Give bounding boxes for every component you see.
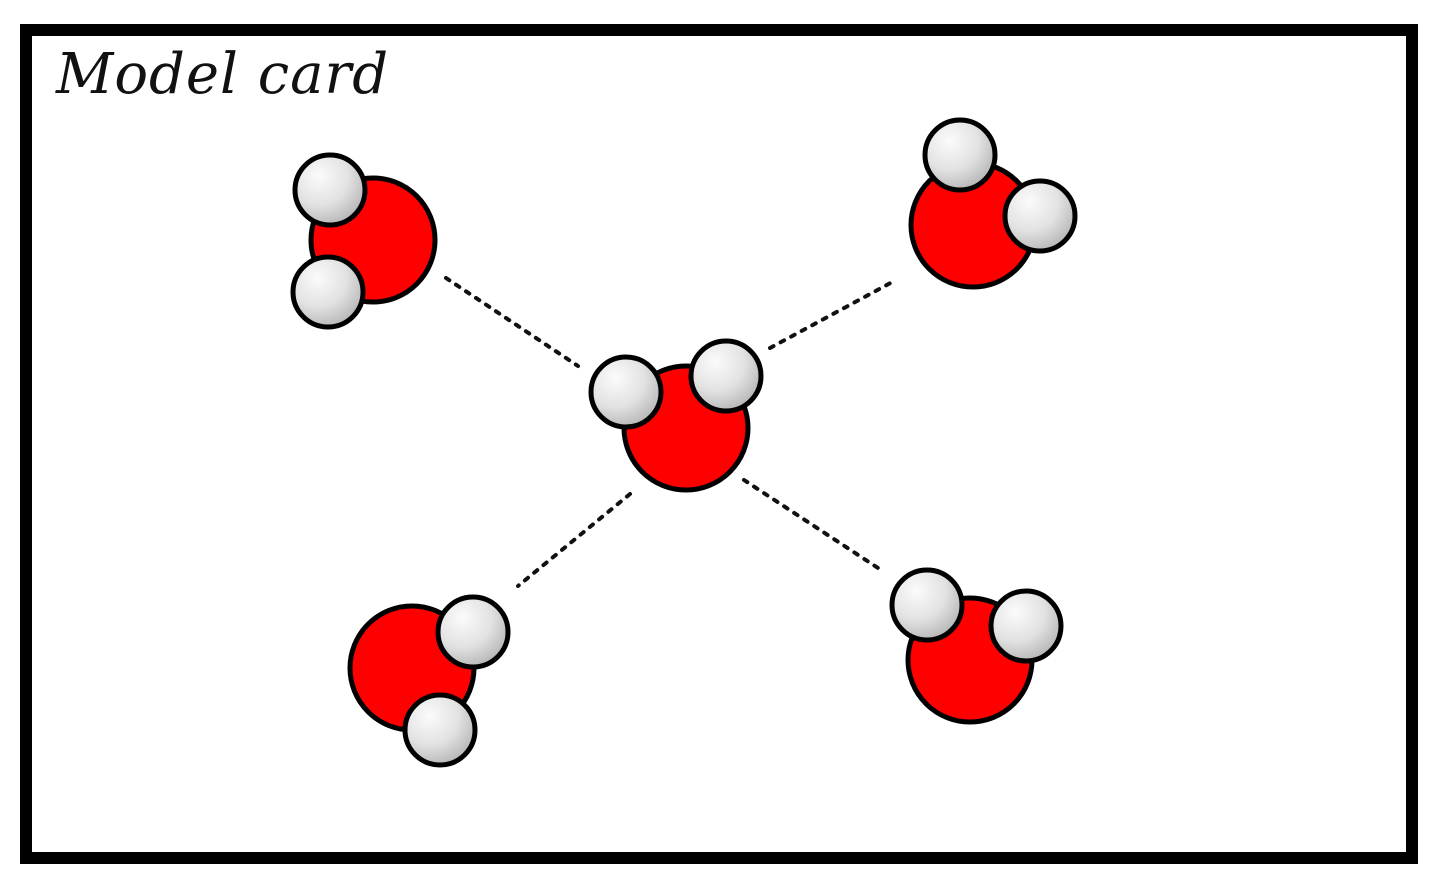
- water-molecule-bottom-right: [889, 567, 1064, 725]
- hydrogen-atom: [292, 152, 368, 228]
- hydrogen-bond-top-right: [768, 278, 898, 350]
- water-molecule-top-right: [908, 117, 1078, 290]
- hydrogen-bond-bottom-right: [742, 478, 880, 570]
- water-molecule-center: [588, 338, 764, 493]
- hydrogen-atom: [435, 594, 511, 670]
- hydrogen-atom: [290, 254, 366, 330]
- hydrogen-bond-top-left: [444, 276, 580, 368]
- hydrogen-bonds: [444, 276, 898, 588]
- hydrogen-atom: [1002, 178, 1078, 254]
- water-molecule-top-left: [290, 152, 438, 330]
- card-title: Model card: [56, 42, 390, 107]
- water-molecule-bottom-left: [347, 594, 511, 768]
- hydrogen-atom: [889, 567, 965, 643]
- hydrogen-atom: [688, 338, 764, 414]
- hydrogen-atom: [922, 117, 998, 193]
- hydrogen-atom: [988, 588, 1064, 664]
- hydrogen-bond-bottom-left: [516, 492, 632, 588]
- hydrogen-atom: [588, 354, 664, 430]
- hydrogen-atom: [402, 692, 478, 768]
